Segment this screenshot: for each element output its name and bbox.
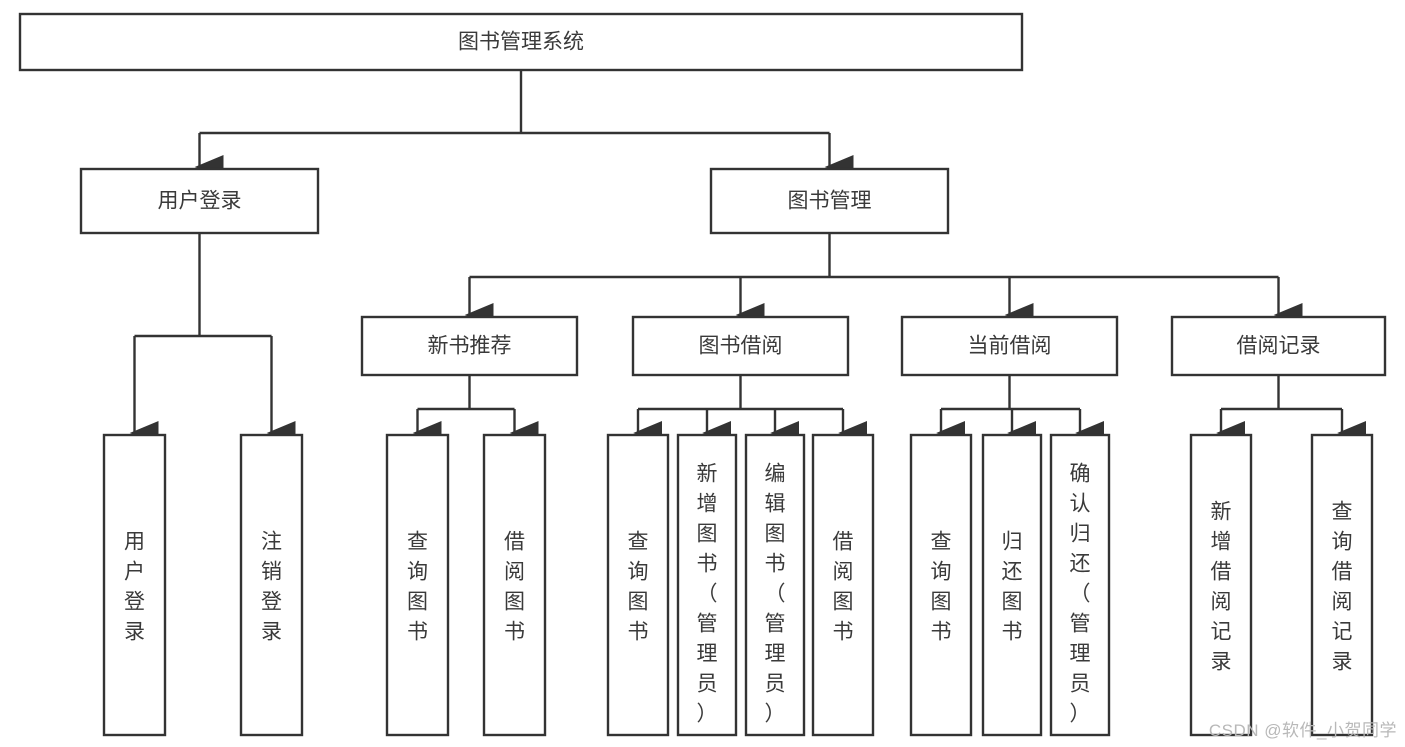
- node-label-leaf-query-borrow-record: 查询借阅记录: [1332, 500, 1353, 673]
- node-leaf-logout-login[interactable]: 注销登录: [239, 433, 304, 737]
- node-box-new-book-recommend[interactable]: [360, 315, 579, 377]
- node-label-leaf-confirm-return-admin: 确认归还（管理员）: [1070, 462, 1091, 725]
- node-box-book-management[interactable]: [709, 167, 950, 235]
- node-label-current-borrow: 当前借阅: [968, 335, 1052, 358]
- node-box-leaf-query-book-recommend[interactable]: [385, 433, 450, 737]
- node-leaf-query-borrow-record[interactable]: 查询借阅记录: [1310, 433, 1374, 737]
- node-leaf-user-login[interactable]: 用户登录: [102, 433, 167, 737]
- node-borrow-record[interactable]: 借阅记录: [1170, 315, 1387, 377]
- node-box-leaf-query-book-current[interactable]: [909, 433, 973, 737]
- node-label-leaf-logout-login: 注销登录: [261, 530, 282, 643]
- node-book-management[interactable]: 图书管理: [709, 167, 950, 235]
- node-leaf-query-book-current[interactable]: 查询图书: [909, 433, 973, 737]
- node-box-leaf-user-login[interactable]: [102, 433, 167, 737]
- node-box-leaf-query-book-borrow[interactable]: [606, 433, 670, 737]
- node-label-leaf-edit-book-admin: 编辑图书（管理员）: [765, 462, 786, 725]
- node-box-leaf-borrow-book[interactable]: [811, 433, 875, 737]
- node-box-book-borrow[interactable]: [631, 315, 850, 377]
- node-leaf-confirm-return-admin[interactable]: 确认归还（管理员）: [1049, 433, 1111, 737]
- node-leaf-add-book-admin[interactable]: 新增图书（管理员）: [676, 433, 738, 737]
- node-label-leaf-borrow-book-recommend: 借阅图书: [504, 530, 525, 643]
- node-root[interactable]: 图书管理系统: [18, 12, 1024, 72]
- node-box-leaf-add-borrow-record[interactable]: [1189, 433, 1253, 737]
- node-new-book-recommend[interactable]: 新书推荐: [360, 315, 579, 377]
- node-box-leaf-query-borrow-record[interactable]: [1310, 433, 1374, 737]
- node-box-leaf-logout-login[interactable]: [239, 433, 304, 737]
- node-label-leaf-user-login: 用户登录: [124, 530, 145, 643]
- watermark-label: CSDN @软件_小贺同学: [1208, 721, 1397, 740]
- node-box-leaf-return-book[interactable]: [981, 433, 1043, 737]
- node-label-leaf-query-book-recommend: 查询图书: [407, 530, 428, 643]
- node-label-leaf-borrow-book: 借阅图书: [833, 530, 854, 643]
- node-layer: 图书管理系统用户登录图书管理新书推荐图书借阅当前借阅借阅记录用户登录注销登录查询…: [18, 12, 1387, 737]
- node-leaf-borrow-book-recommend[interactable]: 借阅图书: [482, 433, 547, 737]
- node-box-current-borrow[interactable]: [900, 315, 1119, 377]
- node-box-leaf-edit-book-admin[interactable]: [744, 433, 806, 737]
- node-label-book-management: 图书管理: [788, 190, 872, 213]
- node-label-user-login: 用户登录: [158, 190, 242, 213]
- node-leaf-query-book-borrow[interactable]: 查询图书: [606, 433, 670, 737]
- connector-layer: [129, 70, 1366, 445]
- node-label-leaf-return-book: 归还图书: [1002, 530, 1023, 643]
- node-box-leaf-borrow-book-recommend[interactable]: [482, 433, 547, 737]
- node-leaf-add-borrow-record[interactable]: 新增借阅记录: [1189, 433, 1253, 737]
- node-leaf-borrow-book[interactable]: 借阅图书: [811, 433, 875, 737]
- node-label-leaf-query-book-borrow: 查询图书: [628, 530, 649, 643]
- node-box-borrow-record[interactable]: [1170, 315, 1387, 377]
- node-label-book-borrow: 图书借阅: [699, 335, 783, 358]
- node-current-borrow[interactable]: 当前借阅: [900, 315, 1119, 377]
- node-leaf-return-book[interactable]: 归还图书: [981, 433, 1043, 737]
- node-book-borrow[interactable]: 图书借阅: [631, 315, 850, 377]
- node-label-borrow-record: 借阅记录: [1237, 335, 1321, 358]
- node-user-login[interactable]: 用户登录: [79, 167, 320, 235]
- node-label-leaf-add-borrow-record: 新增借阅记录: [1211, 500, 1232, 673]
- node-label-leaf-add-book-admin: 新增图书（管理员）: [697, 462, 718, 725]
- node-box-user-login[interactable]: [79, 167, 320, 235]
- node-label-leaf-query-book-current: 查询图书: [931, 530, 952, 643]
- node-label-root: 图书管理系统: [458, 31, 584, 54]
- node-label-new-book-recommend: 新书推荐: [428, 335, 512, 358]
- node-leaf-edit-book-admin[interactable]: 编辑图书（管理员）: [744, 433, 806, 737]
- node-box-root[interactable]: [18, 12, 1024, 72]
- node-leaf-query-book-recommend[interactable]: 查询图书: [385, 433, 450, 737]
- node-box-leaf-add-book-admin[interactable]: [676, 433, 738, 737]
- node-box-leaf-confirm-return-admin[interactable]: [1049, 433, 1111, 737]
